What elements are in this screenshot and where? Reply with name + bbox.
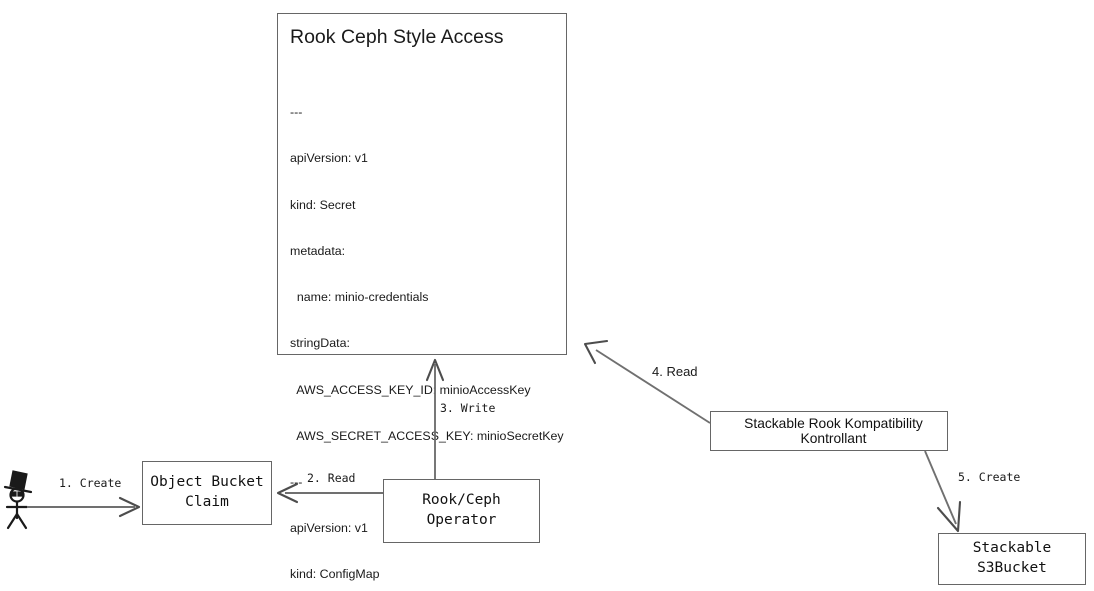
node-rook-ceph-style-access[interactable]: Rook Ceph Style Access --- apiVersion: v… <box>277 13 567 581</box>
edge-label-2-read: 2. Read <box>307 471 356 485</box>
edge-label-1-create: 1. Create <box>59 476 122 490</box>
edge-5-create-line <box>924 450 957 525</box>
edge-label-5-create: 5. Create <box>958 470 1021 484</box>
yaml-line: metadata: <box>290 243 346 258</box>
yaml-line: apiVersion: v1 <box>290 151 368 166</box>
yaml-line: stringData: <box>290 336 350 351</box>
node-label: Stackable Rook Kompatibility Kontrollant <box>744 416 923 446</box>
node-label: Object Bucket Claim <box>150 474 264 510</box>
edge-label-4-read: 4. Read <box>652 364 698 379</box>
yaml-line: --- <box>290 105 303 120</box>
edge-4-read-arrowhead <box>583 339 609 365</box>
actor-stick-figure <box>3 470 33 530</box>
node-label: Rook/Ceph Operator <box>422 492 501 528</box>
node-label: Stackable S3Bucket <box>972 540 1052 576</box>
edge-1-create-arrowhead <box>118 496 141 518</box>
yaml-line: name: minio-credentials <box>290 290 429 305</box>
yaml-line: AWS_SECRET_ACCESS_KEY: minioSecretKey <box>290 428 564 443</box>
node-stackable-s3bucket[interactable]: Stackable S3Bucket <box>938 533 1086 585</box>
node-object-bucket-claim[interactable]: Object Bucket Claim <box>142 461 272 525</box>
panel-title: Rook Ceph Style Access <box>290 26 504 48</box>
edge-label-3-write: 3. Write <box>440 401 496 415</box>
yaml-line: kind: Secret <box>290 197 356 212</box>
edge-5-create-arrowhead <box>936 500 962 533</box>
yaml-line: kind: ConfigMap <box>290 567 380 582</box>
node-stackable-rook-kompatibility-kontrollant[interactable]: Stackable Rook Kompatibility Kontrollant <box>710 411 948 451</box>
node-rook-ceph-operator[interactable]: Rook/Ceph Operator <box>383 479 540 543</box>
yaml-line: AWS_ACCESS_KEY_ID: minioAccessKey <box>290 382 531 397</box>
edge-4-read-line <box>595 349 711 424</box>
yaml-line: apiVersion: v1 <box>290 521 368 536</box>
